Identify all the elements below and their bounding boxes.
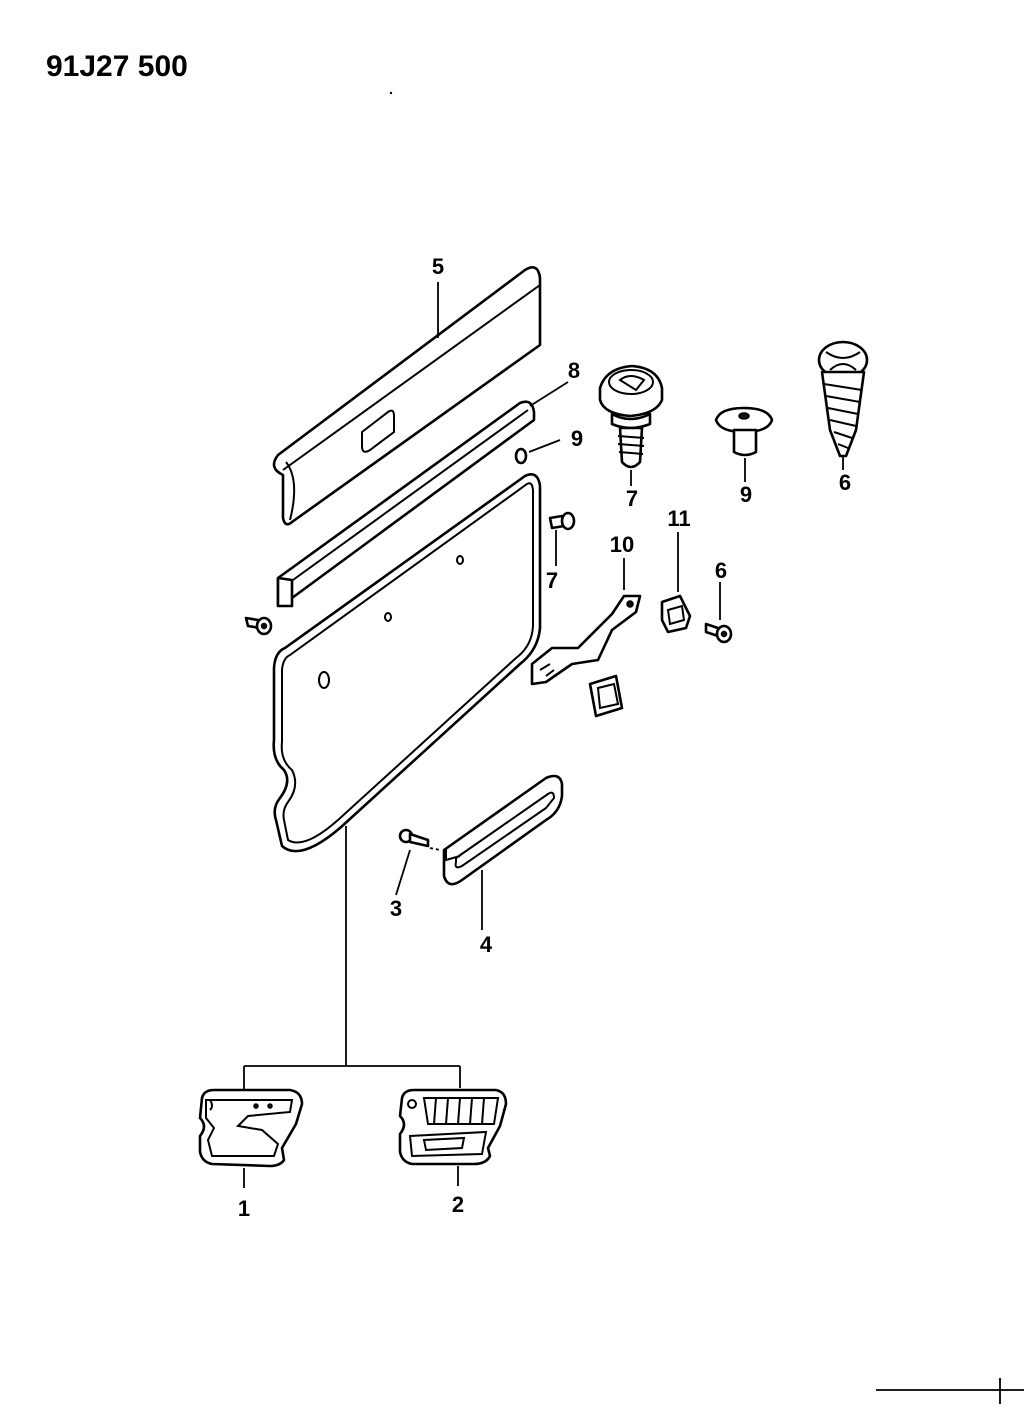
part-4-armrest [442, 774, 564, 930]
variant-leader-lines [243, 826, 461, 1090]
stray-mark [389, 91, 393, 95]
part-6-screw-small [704, 582, 733, 644]
part-1-trim-panel-variant [198, 1088, 304, 1188]
callout-10: 10 [610, 532, 634, 557]
part-7-fastener-small [548, 511, 576, 566]
callout-5: 5 [432, 254, 444, 279]
part-11-clip [660, 532, 692, 634]
callout-8: 8 [568, 358, 580, 383]
callout-11: 11 [667, 506, 690, 531]
leader-8 [529, 381, 569, 407]
callout-9-push-clip: 9 [740, 482, 752, 507]
callout-6-screw-large: 6 [839, 470, 851, 495]
part-2-trim-panel-variant [398, 1088, 508, 1186]
part-10-bracket [530, 558, 642, 686]
diagram-id: 91J27 500 [46, 50, 188, 83]
callout-6-screw-small: 6 [715, 558, 727, 583]
callout-1: 1 [238, 1196, 250, 1221]
callout-7-push-pin: 7 [626, 486, 638, 511]
part-5-upper-trim-panel [272, 266, 542, 526]
corner-registration-mark [876, 1378, 1024, 1404]
part-6-screw-large [817, 340, 869, 470]
part-3-screw [395, 828, 441, 896]
callout-3: 3 [390, 896, 402, 921]
callout-4: 4 [480, 932, 493, 957]
part-7-push-pin [598, 364, 664, 486]
screw-small-left [244, 616, 273, 636]
part-10-nut-clip [588, 674, 624, 718]
callout-2: 2 [452, 1192, 464, 1217]
callout-9-clip-small: 9 [571, 426, 583, 451]
part-9-clip-small [514, 439, 561, 465]
door-trim-panel [272, 473, 542, 853]
part-9-push-clip [714, 406, 774, 482]
callout-7-fastener: 7 [546, 568, 558, 593]
